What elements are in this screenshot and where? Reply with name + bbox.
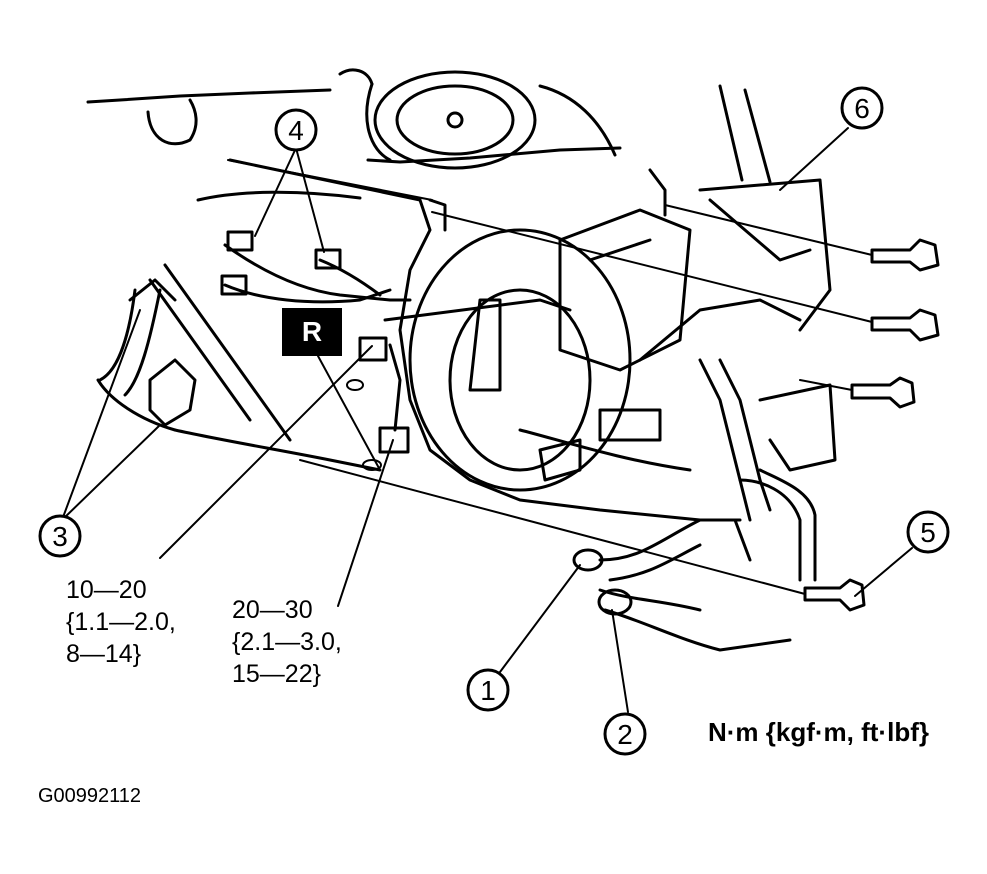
callout-5: 5 <box>906 510 950 554</box>
callout-3-label: 3 <box>52 521 68 552</box>
callout-6: 6 <box>840 86 884 130</box>
callout-1: 1 <box>466 668 510 712</box>
mounting-bolts <box>803 238 940 612</box>
callout-2: 2 <box>603 712 647 756</box>
reference-badge: R <box>282 308 342 356</box>
torque-spec-a: 10—20 {1.1—2.0, 8—14} <box>66 574 176 670</box>
callout-4: 4 <box>274 108 318 152</box>
torque-spec-a-line2: {1.1—2.0, <box>66 608 176 636</box>
heater-hoses <box>572 358 817 652</box>
callout-1-label: 1 <box>480 675 496 706</box>
torque-spec-b-line1: 20—30 <box>232 596 313 624</box>
torque-spec-b-line2: {2.1—3.0, <box>232 628 342 656</box>
heater-unit-body <box>383 168 837 522</box>
torque-spec-b: 20—30 {2.1—3.0, 15—22} <box>232 594 342 690</box>
torque-spec-a-line1: 10—20 <box>66 576 147 604</box>
callout-6-label: 6 <box>854 93 870 124</box>
vehicle-body-outline <box>86 68 772 202</box>
wiring-harness <box>96 230 412 472</box>
callout-2-label: 2 <box>617 719 633 750</box>
callout-5-label: 5 <box>920 517 936 548</box>
torque-spec-a-line3: 8—14} <box>66 640 142 668</box>
callout-4-label: 4 <box>288 115 304 146</box>
torque-units-legend: N·m {kgf·m, ft·lbf} <box>708 717 929 747</box>
torque-spec-b-line3: 15—22} <box>232 660 321 688</box>
callout-3: 3 <box>38 514 82 558</box>
alignment-lines <box>61 127 913 713</box>
figure-id: G00992112 <box>38 785 142 807</box>
